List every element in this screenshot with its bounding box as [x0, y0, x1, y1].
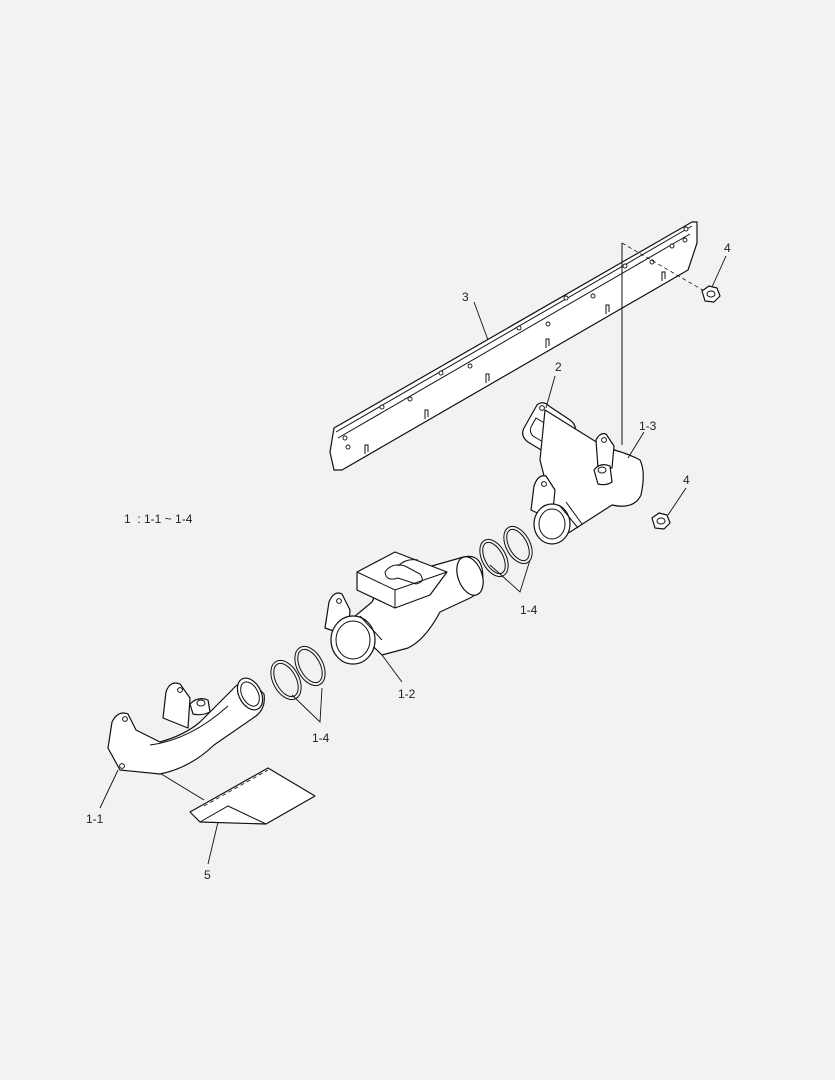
- callout-labels: 3 4 2 1-3 4 1-4 1-2 1-4 1-1 5 1 : 1-1 ~ …: [86, 241, 731, 882]
- callout-5: 5: [204, 868, 211, 882]
- callout-1-4-rear: 1-4: [520, 603, 538, 617]
- instruction-label-sheet: [189, 767, 316, 825]
- callout-1-4-front: 1-4: [312, 731, 330, 745]
- callout-2: 2: [555, 360, 562, 374]
- callout-3: 3: [462, 290, 469, 304]
- manifold-section-rear: [530, 409, 644, 545]
- leader-lines: [99, 255, 727, 865]
- nut-lower: [651, 512, 671, 530]
- heat-shield-plate: [329, 221, 698, 471]
- o-ring-pair-rear: [479, 525, 533, 578]
- callout-1-1: 1-1: [86, 812, 104, 826]
- callout-1-3: 1-3: [639, 419, 657, 433]
- manifold-section-center: [324, 551, 484, 665]
- manifold-section-front: [107, 677, 265, 775]
- assembly-legend: 1 : 1-1 ~ 1-4: [124, 512, 193, 526]
- callout-4-lower: 4: [683, 473, 690, 487]
- callout-1-2: 1-2: [398, 687, 416, 701]
- callout-4-upper: 4: [724, 241, 731, 255]
- alignment-guides: [157, 242, 707, 801]
- nut-upper: [701, 285, 721, 303]
